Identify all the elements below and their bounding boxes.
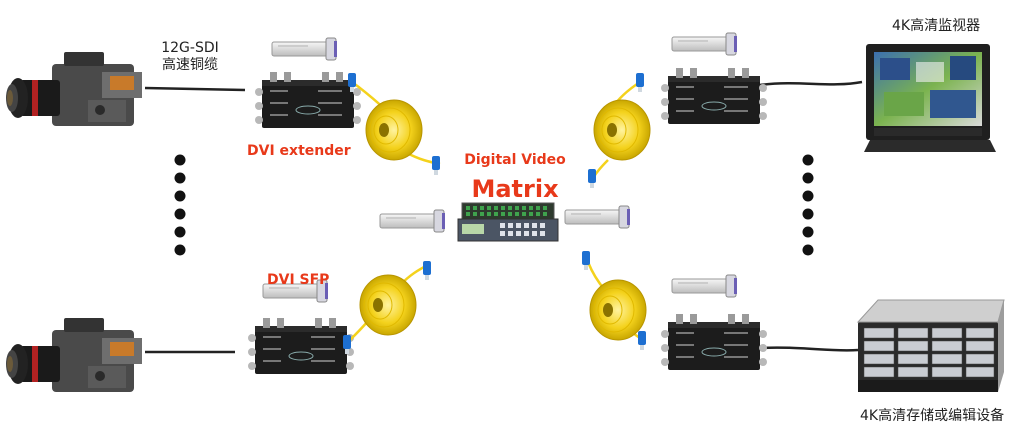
fiber-extender-icon: [254, 71, 362, 129]
matrix-bottom-label: Matrix: [471, 175, 559, 203]
sfp-module-icon: [379, 209, 446, 233]
monitor-icon: [864, 44, 996, 152]
lc-connector-icon: [423, 261, 431, 280]
ellipsis-dots-right: [802, 154, 814, 256]
output-cable-bottom: [759, 346, 859, 352]
output-cable-top: [759, 80, 863, 87]
sfp-module-icon: [564, 205, 631, 229]
fiber-reel-icon: [589, 279, 647, 341]
fiber-reel-icon: [593, 99, 651, 161]
storage-array-icon: [856, 299, 1005, 392]
matrix-top-label: Digital Video: [464, 152, 566, 168]
sdi-label-line1: 12G-SDI: [161, 40, 219, 56]
dvi-extender-label: DVI extender: [247, 143, 351, 159]
video-matrix-icon: [457, 202, 559, 242]
fiber-reel-icon: [359, 274, 417, 336]
ellipsis-dots-left: [174, 154, 186, 256]
lc-connector-icon: [432, 156, 440, 175]
lc-connector-icon: [638, 331, 646, 350]
fiber-reel-icon: [365, 99, 423, 161]
fiber-extender-icon: [660, 67, 768, 125]
lc-connector-icon: [636, 73, 644, 92]
cinema-camera-icon: [6, 318, 142, 392]
fiber-extender-icon: [660, 313, 768, 371]
storage-label: 4K高清存储或编辑设备: [860, 408, 1005, 424]
sfp-module-icon: [671, 32, 738, 56]
sdi-cable-label: 12G-SDI 高速铜缆: [150, 40, 230, 74]
sdi-label-line2: 高速铜缆: [162, 57, 218, 73]
lc-connector-icon: [582, 251, 590, 270]
sfp-module-icon: [271, 37, 338, 61]
fiber-extender-icon: [247, 317, 355, 375]
sdi-cable-top: [144, 86, 246, 92]
cinema-camera-icon: [6, 52, 142, 126]
dvi-sfp-label: DVI SFP: [267, 272, 330, 288]
monitor-label: 4K高清监视器: [892, 18, 981, 34]
sfp-module-icon: [671, 274, 738, 298]
